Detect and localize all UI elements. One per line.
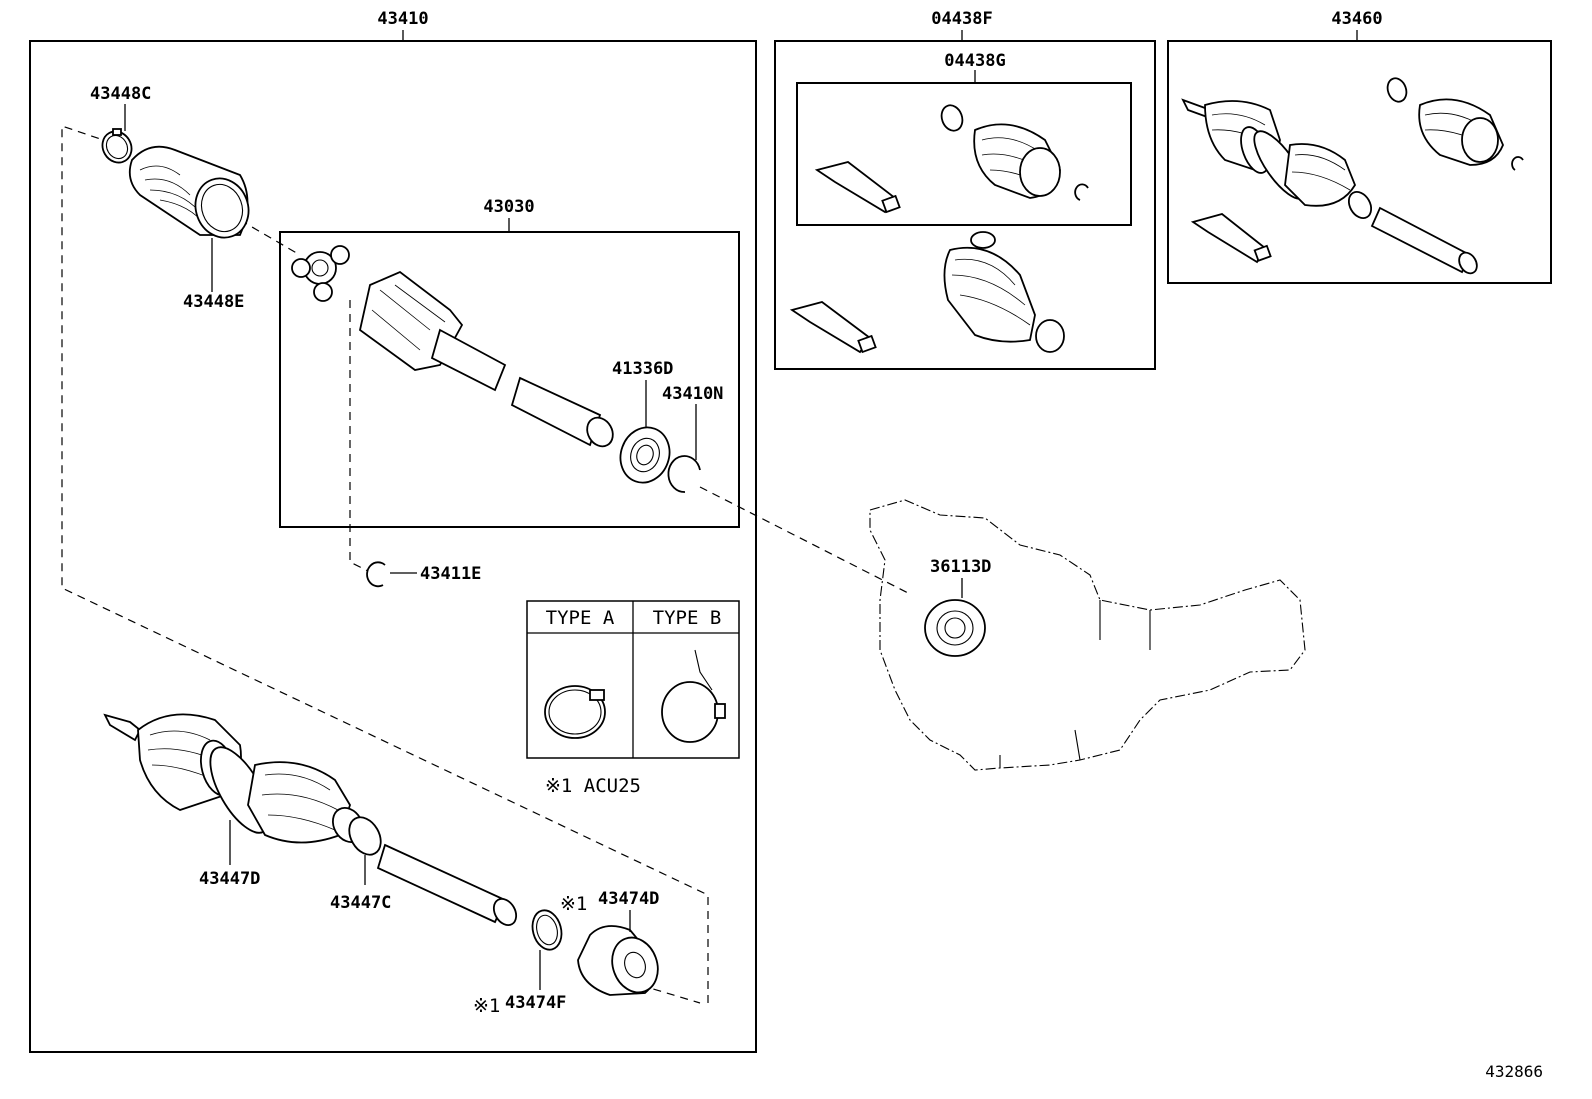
boot-kit-inner-icon — [973, 123, 1089, 201]
boot-43448E-icon — [128, 145, 250, 239]
label-43030: 43030 — [483, 197, 534, 217]
label-43448C: 43448C — [90, 84, 151, 104]
inboard-joint-shaft-icon — [358, 270, 614, 448]
differential-housing-icon — [869, 499, 1306, 771]
mark-43474F: ※1 — [473, 995, 500, 1017]
grease-tube-inner-icon — [814, 161, 901, 214]
circlip-43411E-icon — [366, 561, 386, 588]
label-36113D: 36113D — [930, 557, 991, 577]
frame-04438G — [796, 82, 1132, 226]
frame-04438F — [774, 40, 1156, 370]
clamp-43448C-icon — [101, 128, 133, 164]
boot-kit-outer-icon — [943, 231, 1065, 353]
label-43448E: 43448E — [183, 292, 244, 312]
type-table: TYPE A TYPE B — [526, 600, 740, 759]
dash-outline-left — [61, 125, 709, 1003]
label-41336D: 41336D — [612, 359, 673, 379]
frame-43410 — [29, 40, 757, 1053]
boot-kit-right-icon — [1386, 77, 1524, 171]
grease-tube-outer-icon — [789, 301, 877, 354]
label-43474D: 43474D — [598, 889, 659, 909]
label-43411E: 43411E — [420, 564, 481, 584]
clamp-kit-small-icon — [940, 104, 964, 132]
clamp-type-a-icon — [544, 685, 606, 739]
drive-shaft-assembly-right-icon — [1181, 98, 1478, 275]
label-43460: 43460 — [1331, 9, 1382, 29]
type-a-label: TYPE A — [546, 607, 615, 629]
label-04438F: 04438F — [931, 9, 992, 29]
frame-43460 — [1167, 40, 1552, 284]
mark-43474D: ※1 — [560, 893, 587, 915]
footnote-acu25: ※1 ACU25 — [545, 775, 641, 797]
diagram-id: 432866 — [1485, 1062, 1543, 1081]
label-43447D: 43447D — [199, 869, 260, 889]
seal-41336D-icon — [619, 426, 671, 484]
snap-ring-43410N-icon — [667, 455, 701, 493]
label-43447C: 43447C — [330, 893, 391, 913]
drive-shaft-assembly-icon — [103, 713, 518, 927]
label-43410N: 43410N — [662, 384, 723, 404]
type-b-label: TYPE B — [653, 607, 722, 629]
label-43474F: 43474F — [505, 993, 566, 1013]
clamp-type-b-icon — [661, 649, 726, 743]
grease-tube-right-icon — [1190, 213, 1272, 264]
damper-clamp-43474F-icon — [531, 909, 563, 951]
damper-43474D-icon — [577, 925, 659, 996]
seal-36113D-icon — [924, 599, 986, 657]
label-43410: 43410 — [377, 9, 428, 29]
label-04438G: 04438G — [944, 51, 1005, 71]
tripod-joint-icon — [291, 245, 350, 302]
